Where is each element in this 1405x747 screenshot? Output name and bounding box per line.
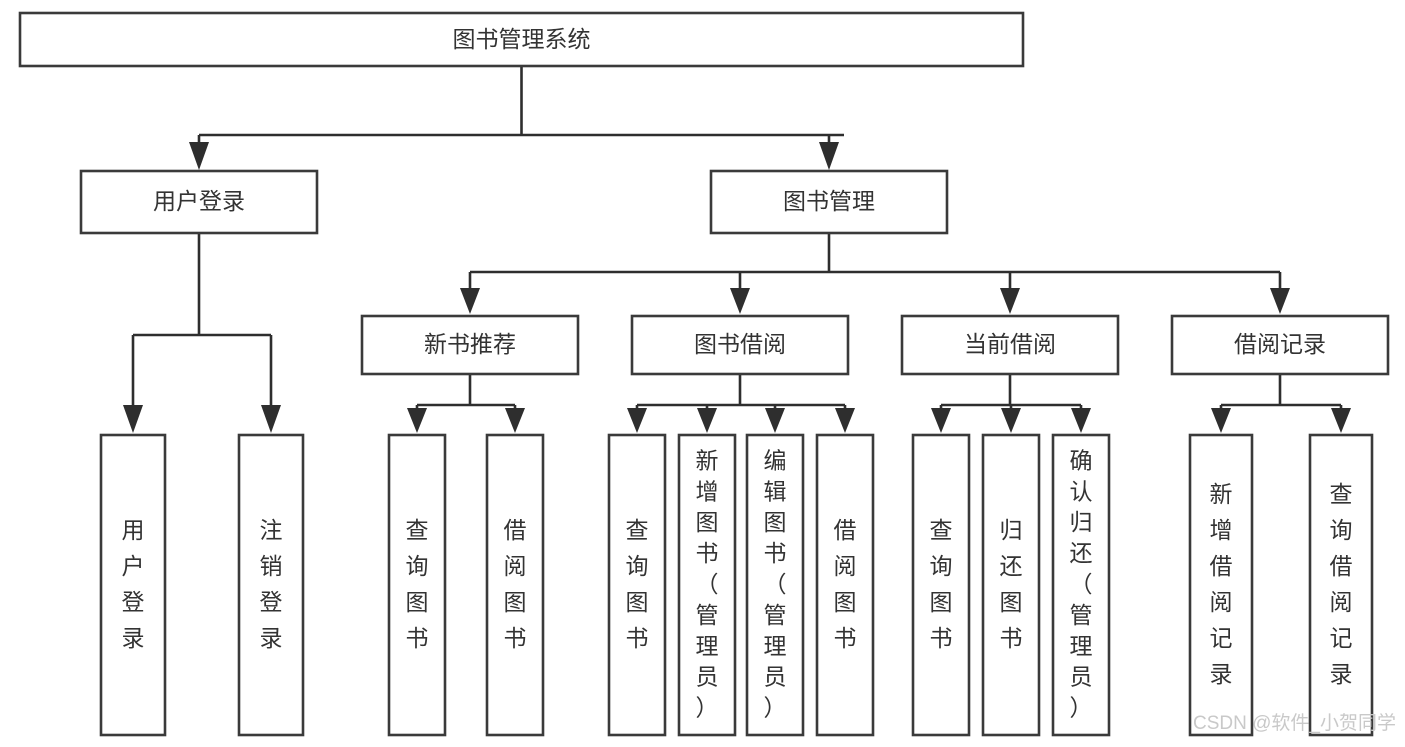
node-leaf-edit-book-admin-box[interactable] bbox=[745, 433, 805, 737]
arrow-head-leaf-query-book-rec bbox=[407, 408, 427, 433]
node-leaf-query-book-rec-box[interactable] bbox=[387, 433, 447, 737]
node-leaf-query-book-current[interactable]: 查询图书 bbox=[911, 433, 971, 737]
leaf-layer: 用户登录 注销登录 查询图书 借阅图书 查询图书 新增图书（管理员） bbox=[99, 433, 1374, 737]
node-leaf-query-book-borrow-label: 查询图书 bbox=[626, 517, 649, 651]
node-leaf-logout-label: 注销登录 bbox=[260, 517, 283, 651]
arrow-head-new-book-recommend bbox=[460, 288, 480, 314]
node-new-book-recommend-label: 新书推荐 bbox=[424, 331, 516, 357]
node-leaf-edit-book-admin-label: 编辑图书（管理员） bbox=[764, 447, 787, 720]
arrow-head-leaf-query-book-borrow bbox=[627, 408, 647, 433]
arrow-head-current-borrow bbox=[1000, 288, 1020, 314]
node-leaf-borrow-book-borrow-box[interactable] bbox=[815, 433, 875, 737]
node-leaf-query-borrow-record-label: 查询借阅记录 bbox=[1330, 481, 1353, 687]
node-leaf-query-book-borrow-box[interactable] bbox=[607, 433, 667, 737]
node-leaf-query-book-borrow[interactable]: 查询图书 bbox=[607, 433, 667, 737]
watermark-label: CSDN @软件_小贺同学 bbox=[1193, 712, 1396, 734]
node-borrow-record[interactable]: 借阅记录 bbox=[1170, 314, 1390, 376]
node-book-management[interactable]: 图书管理 bbox=[709, 169, 949, 235]
node-leaf-query-book-current-label: 查询图书 bbox=[930, 517, 953, 651]
node-leaf-user-login-box[interactable] bbox=[99, 433, 167, 737]
node-book-borrow-label: 图书借阅 bbox=[694, 331, 786, 357]
arrow-head-leaf-borrow-book-borrow bbox=[835, 408, 855, 433]
node-leaf-return-book-box[interactable] bbox=[981, 433, 1041, 737]
arrow-head-leaf-query-book-current bbox=[931, 408, 951, 433]
node-leaf-logout[interactable]: 注销登录 bbox=[237, 433, 305, 737]
node-leaf-query-book-current-box[interactable] bbox=[911, 433, 971, 737]
node-leaf-return-book-label: 归还图书 bbox=[1000, 517, 1023, 651]
node-current-borrow[interactable]: 当前借阅 bbox=[900, 314, 1120, 376]
arrow-head-leaf-logout bbox=[261, 405, 281, 433]
arrow-head-leaf-borrow-book-rec bbox=[505, 408, 525, 433]
node-leaf-borrow-book-borrow-label: 借阅图书 bbox=[834, 517, 857, 651]
arrow-head-leaf-add-borrow-record bbox=[1211, 408, 1231, 433]
node-leaf-borrow-book-rec-box[interactable] bbox=[485, 433, 545, 737]
node-book-borrow-box[interactable] bbox=[630, 314, 850, 376]
node-user-login-box[interactable] bbox=[79, 169, 319, 235]
node-new-book-recommend[interactable]: 新书推荐 bbox=[360, 314, 580, 376]
node-leaf-add-borrow-record-box[interactable] bbox=[1188, 433, 1254, 737]
node-leaf-borrow-book-rec-label: 借阅图书 bbox=[504, 517, 527, 651]
node-borrow-record-label: 借阅记录 bbox=[1234, 331, 1326, 357]
connector-layer bbox=[123, 66, 1351, 433]
node-leaf-confirm-return-admin-label: 确认归还（管理员） bbox=[1070, 447, 1093, 720]
arrow-head-borrow-record bbox=[1270, 288, 1290, 314]
node-leaf-borrow-book-borrow[interactable]: 借阅图书 bbox=[815, 433, 875, 737]
node-root[interactable]: 图书管理系统 bbox=[18, 11, 1025, 68]
node-book-management-box[interactable] bbox=[709, 169, 949, 235]
node-leaf-user-login-label: 用户登录 bbox=[122, 517, 145, 651]
node-leaf-add-book-admin-box[interactable] bbox=[677, 433, 737, 737]
node-new-book-recommend-box[interactable] bbox=[360, 314, 580, 376]
node-leaf-query-book-rec[interactable]: 查询图书 bbox=[387, 433, 447, 737]
arrow-head-leaf-return-book bbox=[1001, 408, 1021, 433]
node-leaf-query-borrow-record[interactable]: 查询借阅记录 bbox=[1308, 433, 1374, 737]
node-leaf-query-borrow-record-box[interactable] bbox=[1308, 433, 1374, 737]
arrow-head-book-borrow bbox=[730, 288, 750, 314]
node-user-login[interactable]: 用户登录 bbox=[79, 169, 319, 235]
node-leaf-query-book-rec-label: 查询图书 bbox=[406, 517, 429, 651]
node-leaf-add-borrow-record[interactable]: 新增借阅记录 bbox=[1188, 433, 1254, 737]
arrow-head-leaf-confirm-return-admin bbox=[1071, 408, 1091, 433]
arrow-head-leaf-add-book-admin bbox=[697, 408, 717, 433]
node-leaf-logout-box[interactable] bbox=[237, 433, 305, 737]
node-leaf-borrow-book-rec[interactable]: 借阅图书 bbox=[485, 433, 545, 737]
arrow-head-book-management bbox=[819, 142, 839, 170]
node-borrow-record-box[interactable] bbox=[1170, 314, 1390, 376]
arrow-head-user-login bbox=[189, 142, 209, 170]
node-leaf-add-book-admin[interactable]: 新增图书（管理员） bbox=[677, 433, 737, 737]
node-root-label: 图书管理系统 bbox=[453, 26, 591, 52]
node-root-box[interactable] bbox=[18, 11, 1025, 68]
node-leaf-edit-book-admin[interactable]: 编辑图书（管理员） bbox=[745, 433, 805, 737]
node-leaf-confirm-return-admin-box[interactable] bbox=[1051, 433, 1111, 737]
arrow-head-leaf-edit-book-admin bbox=[765, 408, 785, 433]
node-user-login-label: 用户登录 bbox=[153, 188, 245, 214]
node-leaf-add-borrow-record-label: 新增借阅记录 bbox=[1210, 481, 1233, 687]
node-book-borrow[interactable]: 图书借阅 bbox=[630, 314, 850, 376]
node-leaf-add-book-admin-label: 新增图书（管理员） bbox=[696, 447, 719, 720]
node-leaf-confirm-return-admin[interactable]: 确认归还（管理员） bbox=[1051, 433, 1111, 737]
node-current-borrow-box[interactable] bbox=[900, 314, 1120, 376]
arrow-head-leaf-user-login bbox=[123, 405, 143, 433]
arrow-head-leaf-query-borrow-record bbox=[1331, 408, 1351, 433]
node-leaf-user-login[interactable]: 用户登录 bbox=[99, 433, 167, 737]
node-book-management-label: 图书管理 bbox=[783, 188, 875, 214]
node-current-borrow-label: 当前借阅 bbox=[964, 331, 1056, 357]
node-leaf-return-book[interactable]: 归还图书 bbox=[981, 433, 1041, 737]
